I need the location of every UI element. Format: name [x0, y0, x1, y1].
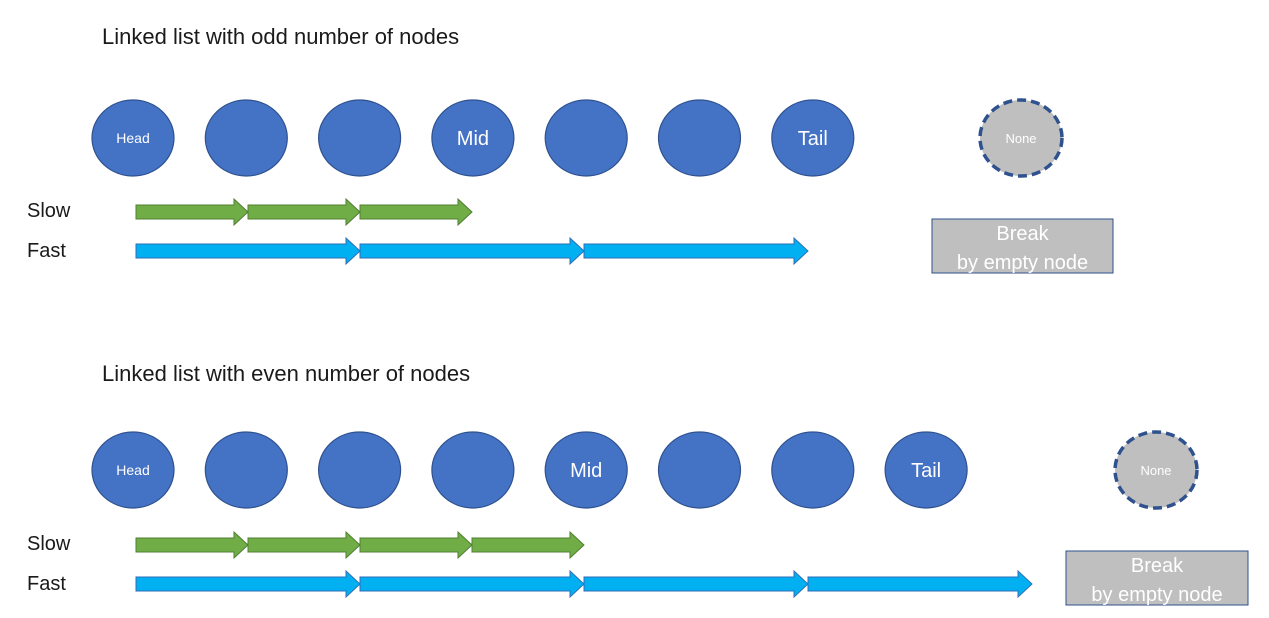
node-circle	[884, 431, 968, 509]
list-node: Mid	[544, 431, 628, 509]
fast-arrow	[135, 236, 361, 266]
fast-arrow	[583, 569, 809, 599]
node-circle	[204, 99, 288, 177]
none-circle	[978, 98, 1064, 178]
node-label: Tail	[911, 460, 941, 482]
slow-label: Slow	[27, 533, 71, 555]
list-node: Tail	[884, 431, 968, 509]
fast-arrow	[135, 569, 361, 599]
node-circle	[318, 431, 402, 509]
list-node	[544, 99, 628, 177]
node-row: Head Mid Tail	[91, 431, 968, 509]
none-label: None	[1140, 463, 1171, 478]
break-label: by empty node	[1091, 584, 1222, 606]
section-even: Linked list with even number of nodes He…	[27, 361, 1249, 606]
node-circle	[204, 431, 288, 509]
fast-arrows	[135, 569, 1033, 599]
section-odd: Linked list with odd number of nodes Hea…	[27, 24, 1114, 274]
slow-arrow	[135, 530, 249, 560]
slow-arrow	[247, 530, 361, 560]
list-node	[318, 431, 402, 509]
slow-arrow	[135, 197, 249, 227]
node-circle	[771, 99, 855, 177]
break-box: Break by empty node	[1065, 550, 1249, 606]
slow-arrow	[471, 530, 585, 560]
list-node	[657, 99, 742, 177]
list-node	[771, 431, 855, 509]
fast-label: Fast	[27, 573, 66, 595]
fast-arrow	[359, 569, 585, 599]
fast-arrow	[359, 236, 585, 266]
section-title: Linked list with odd number of nodes	[102, 24, 459, 49]
break-box: Break by empty node	[931, 218, 1114, 274]
slow-label: Slow	[27, 200, 71, 222]
list-node: Head	[91, 99, 175, 177]
node-circle	[431, 431, 515, 509]
slow-arrow	[359, 197, 473, 227]
node-label: Mid	[570, 460, 602, 482]
node-row: Head Mid Tail	[91, 99, 855, 177]
section-title: Linked list with even number of nodes	[102, 361, 470, 386]
node-circle	[771, 431, 855, 509]
none-circle	[1113, 430, 1199, 510]
list-node	[318, 99, 402, 177]
none-label: None	[1005, 131, 1036, 146]
list-node: Head	[91, 431, 175, 509]
node-circle	[544, 431, 628, 509]
node-circle	[657, 431, 742, 509]
fast-arrow	[583, 236, 809, 266]
break-rect	[931, 218, 1114, 274]
list-node	[431, 431, 515, 509]
node-circle	[318, 99, 402, 177]
list-node	[204, 431, 288, 509]
slow-arrows	[135, 530, 585, 560]
break-label: Break	[996, 223, 1049, 245]
node-circle	[544, 99, 628, 177]
break-label: by empty node	[957, 252, 1088, 274]
node-label: Head	[116, 462, 149, 478]
list-node: Tail	[771, 99, 855, 177]
node-circle	[431, 99, 515, 177]
list-node: Mid	[431, 99, 515, 177]
list-node	[204, 99, 288, 177]
none-node: None	[978, 98, 1064, 178]
list-node	[657, 431, 742, 509]
none-node: None	[1113, 430, 1199, 510]
slow-arrows	[135, 197, 473, 227]
node-circle	[91, 99, 175, 177]
break-label: Break	[1131, 555, 1184, 577]
break-rect	[1065, 550, 1249, 606]
node-circle	[657, 99, 742, 177]
fast-arrows	[135, 236, 809, 266]
slow-arrow	[247, 197, 361, 227]
node-label: Tail	[798, 128, 828, 150]
node-circle	[91, 431, 175, 509]
node-label: Head	[116, 130, 149, 146]
fast-label: Fast	[27, 240, 66, 262]
slow-arrow	[359, 530, 473, 560]
node-label: Mid	[457, 128, 489, 150]
fast-arrow	[807, 569, 1033, 599]
